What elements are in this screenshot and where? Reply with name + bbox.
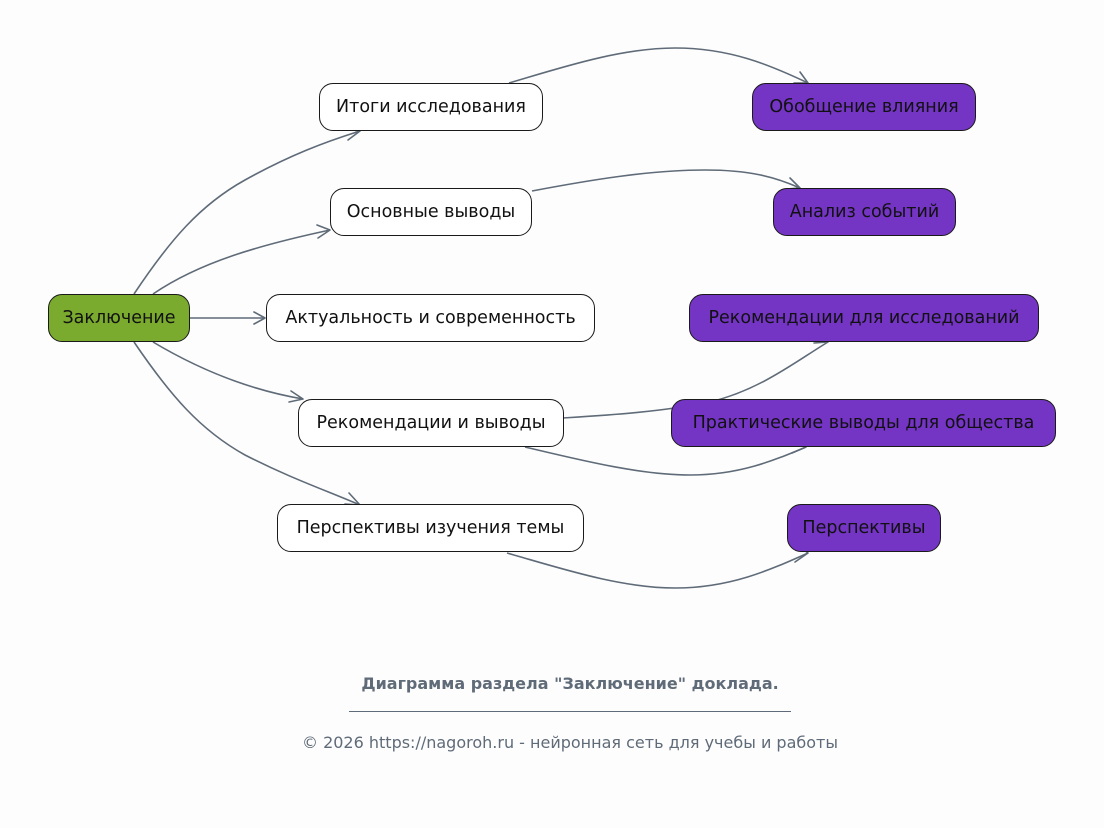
node-label: Актуальность и современность [285,308,576,328]
node-rekomendacii-dlya-issledovaniy[interactable]: Рекомендации для исследований [689,294,1039,342]
edge-root-itogi [133,130,361,295]
node-itogi-issledovaniya[interactable]: Итоги исследования [319,83,543,131]
edge-perspektivy-persp [506,552,809,589]
node-label: Перспективы [802,518,926,538]
arrowhead-aktualnost [253,311,266,325]
caption-divider [349,711,791,712]
footer-copyright: © 2026 https://nagoroh.ru - нейронная се… [301,733,838,752]
node-label: Практические выводы для общества [692,413,1035,433]
node-label: Основные выводы [346,202,516,222]
edge-itogi-obobshchenie [508,47,809,84]
edge-osnovnye-analiz [531,169,801,192]
node-rekomendacii-i-vyvody[interactable]: Рекомендации и выводы [298,399,564,447]
node-prakticheskie-vyvody[interactable]: Практические выводы для общества [671,399,1056,447]
node-osnovnye-vyvody[interactable]: Основные выводы [330,188,532,236]
node-label: Перспективы изучения темы [296,518,565,538]
node-obobshchenie-vliyaniya[interactable]: Обобщение влияния [752,83,976,131]
arrowhead-osnovnye [316,224,331,239]
node-label: Заключение [62,308,176,328]
node-label: Обобщение влияния [769,97,959,117]
node-label: Рекомендации и выводы [316,413,546,433]
edge-root-perspektivy [133,341,361,506]
node-perspektivy-izucheniya[interactable]: Перспективы изучения темы [277,504,584,552]
node-root-zaklyuchenie[interactable]: Заключение [48,294,190,342]
node-label: Итоги исследования [336,97,526,117]
edge-rekomendacii-prakt [524,446,807,476]
edge-root-osnovnye [152,229,331,295]
node-analiz-sobytiy[interactable]: Анализ событий [773,188,956,236]
arrowhead-rekomendacii [288,390,304,403]
diagram-caption: Диаграмма раздела "Заключение" доклада. [361,674,779,693]
node-label: Рекомендации для исследований [708,308,1020,328]
edge-root-rekomendacii [152,341,304,400]
node-label: Анализ событий [789,202,940,222]
node-perspektivy[interactable]: Перспективы [787,504,941,552]
node-aktualnost[interactable]: Актуальность и современность [266,294,595,342]
